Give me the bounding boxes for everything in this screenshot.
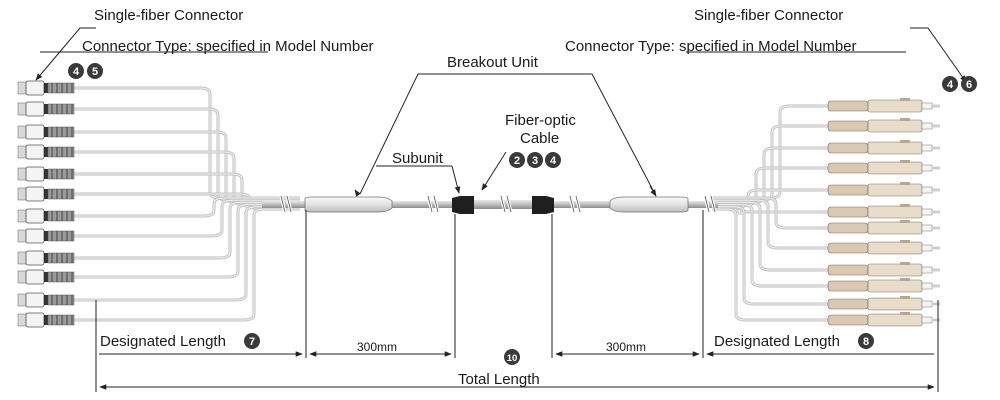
badge-right-connector-1: 4	[942, 76, 958, 92]
leader-lines	[35, 27, 967, 197]
right-fiber-highlight	[712, 105, 830, 199]
left-fiber-highlight	[74, 108, 300, 201]
right-fiber-highlight	[712, 206, 830, 305]
left-fibers	[74, 86, 300, 322]
left-fiber-highlight	[74, 201, 300, 259]
left-fiber-highlight	[74, 197, 300, 217]
right-fibers	[712, 104, 830, 322]
left-connector-type: Connector Type: specified in Model Numbe…	[82, 38, 374, 55]
svg-text:6: 6	[966, 79, 972, 91]
right-connector	[827, 220, 940, 235]
right-connector	[827, 278, 940, 293]
left-connector	[17, 166, 75, 182]
left-fiber-highlight	[74, 151, 300, 206]
left-connector	[17, 292, 75, 308]
subunit-label: Subunit	[392, 150, 444, 167]
right-connectors	[827, 98, 940, 327]
right-fiber-highlight	[712, 201, 830, 271]
left-designated-length: Designated Length	[100, 333, 226, 350]
left-fiber	[74, 86, 300, 200]
right-connector-type: Connector Type: specified in Model Numbe…	[565, 38, 857, 55]
left-connector	[17, 269, 75, 285]
badge-left-length: 7	[244, 333, 260, 349]
badge-right-length: 8	[858, 333, 874, 349]
left-connector	[17, 312, 75, 328]
svg-text:7: 7	[249, 336, 255, 348]
right-fiber-highlight	[712, 199, 830, 249]
right-connector	[827, 140, 940, 155]
badge-fiber-cable-3: 4	[545, 152, 561, 168]
left-fiber	[74, 207, 300, 322]
right-fiber-highlight	[712, 125, 830, 201]
badge-left-connector-1: 4	[68, 63, 84, 79]
svg-text:2: 2	[514, 155, 520, 167]
left-300mm-label: 300mm	[357, 340, 397, 354]
left-connectors	[17, 80, 75, 328]
badge-fiber-cable-1: 2	[509, 152, 525, 168]
badge-right-connector-2: 6	[961, 76, 977, 92]
left-connector	[17, 124, 75, 140]
left-fiber	[74, 200, 300, 260]
svg-text:5: 5	[92, 66, 98, 78]
right-connector	[827, 182, 940, 197]
left-fiber	[74, 205, 300, 302]
right-connector	[827, 204, 940, 219]
svg-text:4: 4	[550, 155, 557, 167]
svg-text:10: 10	[507, 353, 518, 364]
right-breakout-unit	[609, 196, 689, 213]
left-connector	[17, 250, 75, 266]
svg-text:3: 3	[532, 155, 538, 167]
right-cable-boot	[532, 196, 554, 214]
right-fiber	[712, 205, 830, 306]
left-fiber-highlight	[74, 204, 300, 278]
right-connector	[827, 118, 940, 133]
left-connector-title: Single-fiber Connector	[94, 7, 243, 24]
left-fiber	[74, 130, 300, 204]
right-connector	[827, 98, 940, 113]
right-connector	[827, 312, 940, 327]
main-cable	[262, 195, 718, 214]
right-fiber-highlight	[712, 147, 830, 203]
svg-text:4: 4	[73, 66, 80, 78]
right-fiber-highlight	[712, 208, 830, 321]
right-connector	[827, 296, 940, 311]
svg-text:4: 4	[947, 79, 954, 91]
fiber-optic-label-line1: Fiber-optic	[505, 112, 576, 129]
left-connector	[17, 186, 75, 202]
breakout-unit-label: Breakout Unit	[447, 54, 539, 71]
right-connector	[827, 262, 940, 277]
dimension-lines	[95, 210, 939, 392]
left-fiber-highlight	[74, 208, 300, 321]
fiber-optic-label-line2: Cable	[520, 130, 559, 147]
left-connector	[17, 208, 75, 224]
left-connector	[17, 144, 75, 160]
left-connector	[17, 228, 75, 244]
left-connector	[17, 80, 75, 96]
left-fiber-highlight	[74, 87, 300, 199]
left-cable-boot	[452, 196, 474, 214]
left-fiber-highlight	[74, 131, 300, 203]
badge-total-length: 10	[504, 349, 520, 365]
left-fiber	[74, 107, 300, 202]
left-fiber-highlight	[74, 199, 300, 237]
right-fiber-highlight	[712, 197, 830, 229]
left-fiber-highlight	[74, 206, 300, 301]
right-300mm-label: 300mm	[606, 340, 646, 354]
right-connector-title: Single-fiber Connector	[694, 7, 843, 24]
badge-left-connector-2: 5	[87, 63, 103, 79]
total-length-label: Total Length	[458, 371, 540, 388]
badge-fiber-cable-2: 3	[527, 152, 543, 168]
left-connector	[17, 101, 75, 117]
right-connector	[827, 240, 940, 255]
right-fiber-highlight	[712, 204, 830, 287]
svg-text:8: 8	[863, 336, 869, 348]
left-breakout-unit	[304, 196, 393, 213]
right-designated-length: Designated Length	[714, 333, 840, 350]
right-connector	[827, 160, 940, 175]
left-fiber-highlight	[74, 173, 300, 208]
right-fiber-highlight	[712, 167, 830, 206]
